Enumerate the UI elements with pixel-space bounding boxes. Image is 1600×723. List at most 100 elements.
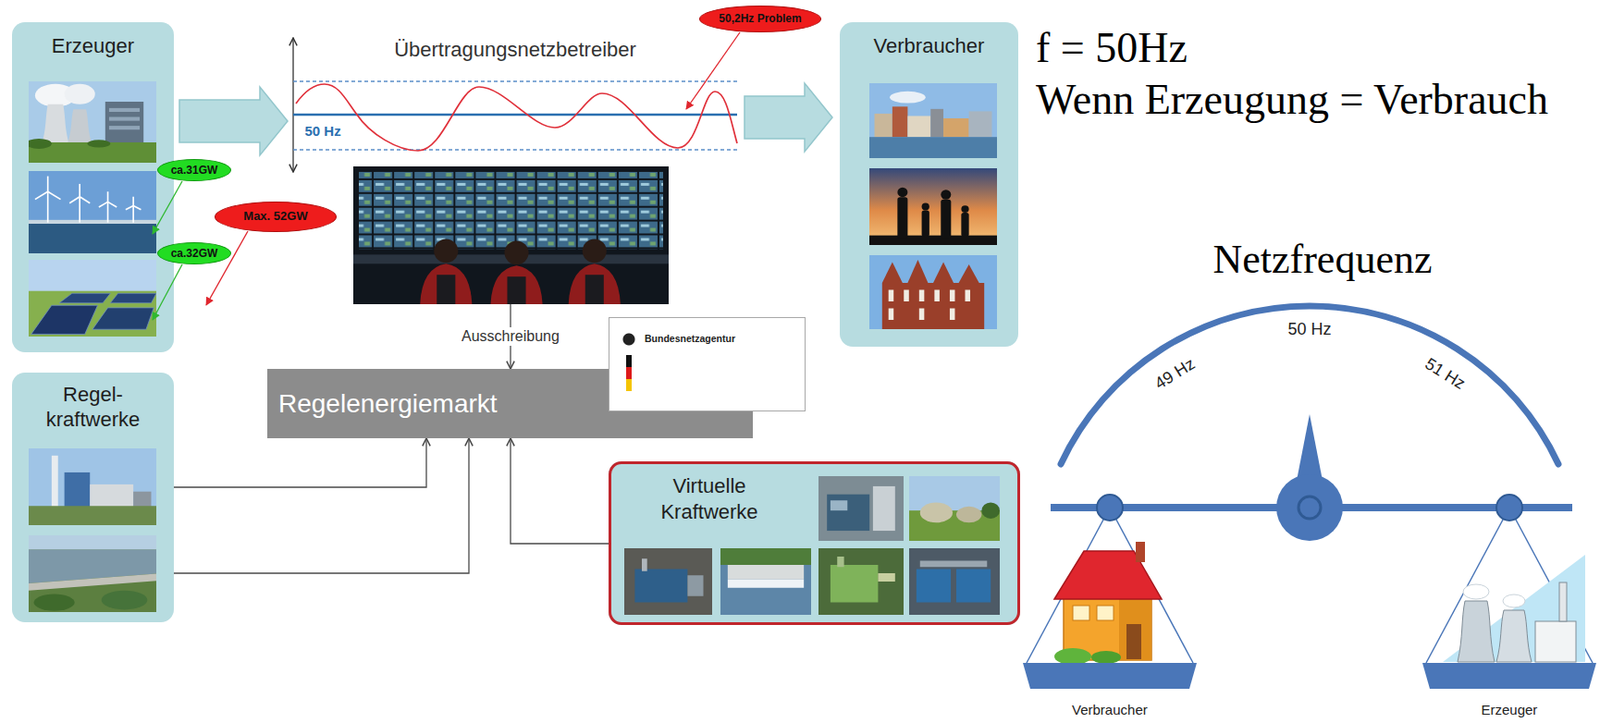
region-title: Übertragungsnetzbetreiber bbox=[293, 37, 738, 62]
machine-photo bbox=[818, 548, 904, 616]
pan-label: Erzeuger bbox=[1481, 701, 1539, 718]
control-room-photo bbox=[506, 276, 526, 305]
scale-value: 51 Hz bbox=[1421, 354, 1469, 394]
family-photo bbox=[897, 187, 908, 197]
house-icon bbox=[1119, 591, 1152, 661]
house-icon bbox=[1096, 605, 1114, 621]
balance-scale bbox=[1096, 494, 1123, 521]
balance-scale bbox=[1496, 494, 1523, 521]
power-plant-photo bbox=[105, 101, 144, 146]
city-photo bbox=[943, 118, 970, 137]
power-plant-icon bbox=[1502, 594, 1526, 608]
town-hall-photo bbox=[888, 290, 895, 303]
callout-text: Max. 52GW bbox=[243, 209, 308, 224]
panel-fill bbox=[839, 22, 1019, 347]
control-room-photo bbox=[585, 274, 604, 305]
hydro-weir-photo bbox=[727, 565, 804, 580]
frequency-chart bbox=[293, 37, 738, 173]
hydro-weir-photo bbox=[727, 579, 804, 589]
engine-room-photo bbox=[826, 494, 870, 531]
callout-text: 50,2Hz Problem bbox=[718, 12, 801, 25]
power-plant-photo bbox=[109, 125, 140, 130]
house-icon bbox=[1054, 648, 1092, 665]
consumer-panel: Verbraucher bbox=[839, 22, 1019, 347]
connector-line bbox=[510, 438, 609, 544]
town-hall-photo bbox=[888, 290, 971, 321]
flow-arrow bbox=[179, 86, 288, 156]
generator-photo bbox=[956, 569, 991, 604]
wind-farm-photo bbox=[107, 201, 110, 222]
solar-park-photo bbox=[31, 305, 99, 334]
wind-farm-photo bbox=[78, 196, 81, 223]
family-photo bbox=[869, 168, 997, 246]
gas-plant-photo bbox=[28, 505, 157, 526]
balance-scale bbox=[1298, 496, 1321, 519]
power-plant-photo bbox=[109, 117, 140, 122]
wind-farm-photo bbox=[35, 191, 49, 199]
town-hall-photo bbox=[882, 283, 985, 330]
capacity-callout: Max. 52GW bbox=[214, 201, 337, 233]
solar-park-photo bbox=[92, 307, 154, 330]
wind-farm-photo bbox=[28, 171, 157, 254]
gas-plant-photo bbox=[64, 472, 91, 509]
wind-farm-photo bbox=[132, 196, 135, 207]
city-photo bbox=[907, 115, 931, 137]
agency-logo-box: Bundesnetzagentur bbox=[608, 317, 806, 412]
town-hall-photo bbox=[903, 290, 910, 303]
power-plant-photo bbox=[64, 84, 96, 105]
wind-farm-photo bbox=[28, 223, 157, 254]
engine-room-photo bbox=[818, 476, 904, 542]
power-plant-photo bbox=[41, 104, 70, 146]
wind-farm-photo bbox=[78, 184, 81, 197]
family-photo bbox=[869, 168, 997, 246]
family-photo bbox=[960, 212, 969, 237]
gas-plant-photo bbox=[28, 448, 157, 526]
town-hall-photo bbox=[949, 308, 956, 321]
family-photo bbox=[897, 187, 969, 238]
power-plant-photo bbox=[109, 108, 140, 112]
city-photo bbox=[874, 113, 893, 137]
wind-farm-photo bbox=[69, 196, 80, 204]
engine-room-photo bbox=[830, 500, 848, 511]
city-photo bbox=[889, 91, 926, 104]
generator-photo bbox=[920, 561, 988, 568]
town-hall-photo bbox=[907, 259, 928, 284]
family-photo bbox=[960, 205, 969, 213]
power-plant-photo bbox=[25, 81, 157, 163]
control-room-photo bbox=[419, 263, 621, 305]
control-plant-panel: Regel- kraftwerke bbox=[12, 372, 174, 623]
machine-photo bbox=[877, 573, 895, 582]
wind-farm-photo bbox=[47, 191, 50, 222]
panel-title: Erzeuger bbox=[12, 34, 174, 59]
leader-line bbox=[152, 181, 183, 234]
power-plant-icon bbox=[1457, 601, 1495, 663]
power-plant-photo bbox=[86, 139, 111, 148]
house-icon bbox=[1054, 551, 1162, 600]
formula-text: f = 50Hz bbox=[1035, 24, 1188, 74]
condition-text: Wenn Erzeugung = Verbrauch bbox=[1035, 75, 1549, 125]
control-room-photo bbox=[582, 238, 607, 263]
biogas-photo bbox=[909, 476, 1000, 542]
panel-title: Verbraucher bbox=[839, 34, 1019, 59]
family-photo bbox=[940, 189, 951, 199]
scale-pan bbox=[1022, 663, 1197, 690]
solar-park-photo bbox=[28, 291, 157, 337]
panel-fill bbox=[12, 22, 1021, 626]
family-photo bbox=[922, 209, 930, 237]
scale-value: 50 Hz bbox=[1288, 320, 1332, 340]
solar-park-photo bbox=[28, 259, 157, 337]
hydro-weir-photo bbox=[720, 548, 812, 616]
grid-operator-region: Übertragungsnetzbetreiber bbox=[293, 35, 738, 305]
axis-value: 50 Hz bbox=[305, 123, 342, 139]
biogas-photo bbox=[981, 502, 1000, 519]
machine-photo bbox=[818, 548, 904, 616]
panel-fill bbox=[12, 22, 174, 353]
panel-title: Regel- kraftwerke bbox=[24, 381, 163, 432]
town-hall-photo bbox=[933, 262, 954, 284]
city-photo bbox=[869, 136, 997, 159]
house-icon bbox=[1135, 541, 1145, 563]
control-room-photo bbox=[433, 238, 607, 265]
house-icon bbox=[1054, 541, 1162, 665]
power-plant-icon bbox=[1463, 584, 1490, 600]
